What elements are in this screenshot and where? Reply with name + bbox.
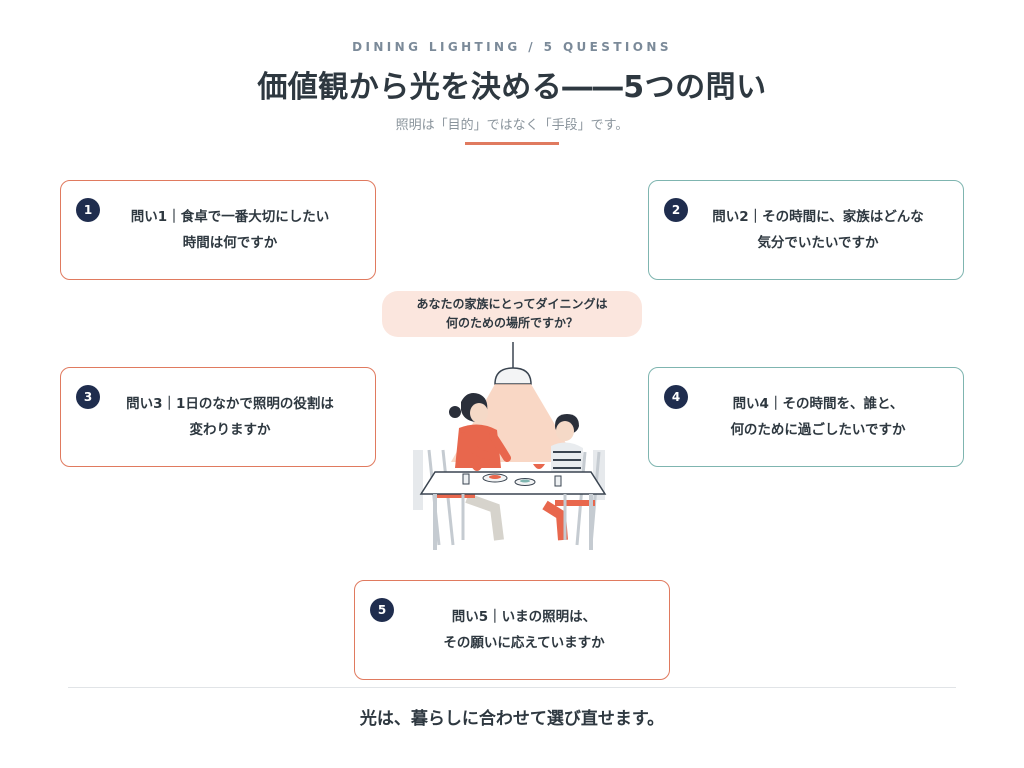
- number-badge-5: 5: [370, 598, 394, 622]
- question-5-line-1: 問い5｜いまの照明は、: [451, 609, 597, 625]
- question-card-5: 5 問い5｜いまの照明は、 その願いに応えていますか: [354, 580, 670, 680]
- footer-divider: [68, 687, 956, 688]
- question-card-3: 3 問い3｜1日のなかで照明の役割は 変わりますか: [60, 367, 376, 467]
- closing-message: 光は、暮らしに合わせて選び直せます。: [359, 709, 665, 729]
- question-5-line-2: その願いに応えていますか: [443, 635, 605, 651]
- title-underline: [465, 142, 559, 145]
- question-card-4: 4 問い4｜その時間を、誰と、 何のために過ごしたいですか: [648, 367, 964, 467]
- woman-figure: [449, 393, 511, 541]
- question-text-4: 問い4｜その時間を、誰と、 何のために過ごしたいですか: [686, 391, 925, 443]
- eyebrow-label: DINING LIGHTING / 5 QUESTIONS: [352, 40, 672, 54]
- pendant-lamp-icon: [494, 367, 532, 385]
- question-1-line-1: 問い1｜食卓で一番大切にしたい: [130, 209, 330, 225]
- question-text-3: 問い3｜1日のなかで照明の役割は 変わりますか: [82, 391, 354, 443]
- wall-panel-left: [413, 450, 423, 510]
- page-subtitle: 照明は「目的」ではなく「手段」です。: [395, 118, 629, 133]
- question-2-line-1: 問い2｜その時間に、家族はどんな: [712, 209, 924, 225]
- question-3-line-2: 変わりますか: [189, 422, 271, 438]
- number-badge-1: 1: [76, 198, 100, 222]
- child-figure: [542, 414, 583, 541]
- number-badge-4: 4: [664, 385, 688, 409]
- central-question-bubble: あなたの家族にとってダイニングは 何のための場所ですか？: [382, 291, 642, 337]
- question-text-5: 問い5｜いまの照明は、 その願いに応えていますか: [399, 604, 624, 656]
- table-dishes: [462, 464, 562, 487]
- dining-family-illustration: [413, 342, 607, 550]
- question-4-line-1: 問い4｜その時間を、誰と、: [732, 396, 904, 412]
- number-badge-3: 3: [76, 385, 100, 409]
- page-title: 価値観から光を決める――5つの問い: [257, 70, 767, 105]
- bubble-line-1: あなたの家族にとってダイニングは: [416, 297, 608, 311]
- question-3-line-1: 問い3｜1日のなかで照明の役割は: [126, 396, 334, 412]
- question-1-line-2: 時間は何ですか: [182, 235, 278, 251]
- number-badge-2: 2: [664, 198, 688, 222]
- bubble-line-2: 何のための場所ですか？: [445, 316, 578, 330]
- question-card-1: 1 問い1｜食卓で一番大切にしたい 時間は何ですか: [60, 180, 376, 280]
- question-2-line-2: 気分でいたいですか: [757, 235, 879, 251]
- question-4-line-2: 何のために過ごしたいですか: [730, 422, 906, 438]
- question-text-2: 問い2｜その時間に、家族はどんな 気分でいたいですか: [668, 204, 944, 256]
- question-card-2: 2 問い2｜その時間に、家族はどんな 気分でいたいですか: [648, 180, 964, 280]
- question-text-1: 問い1｜食卓で一番大切にしたい 時間は何ですか: [87, 204, 349, 256]
